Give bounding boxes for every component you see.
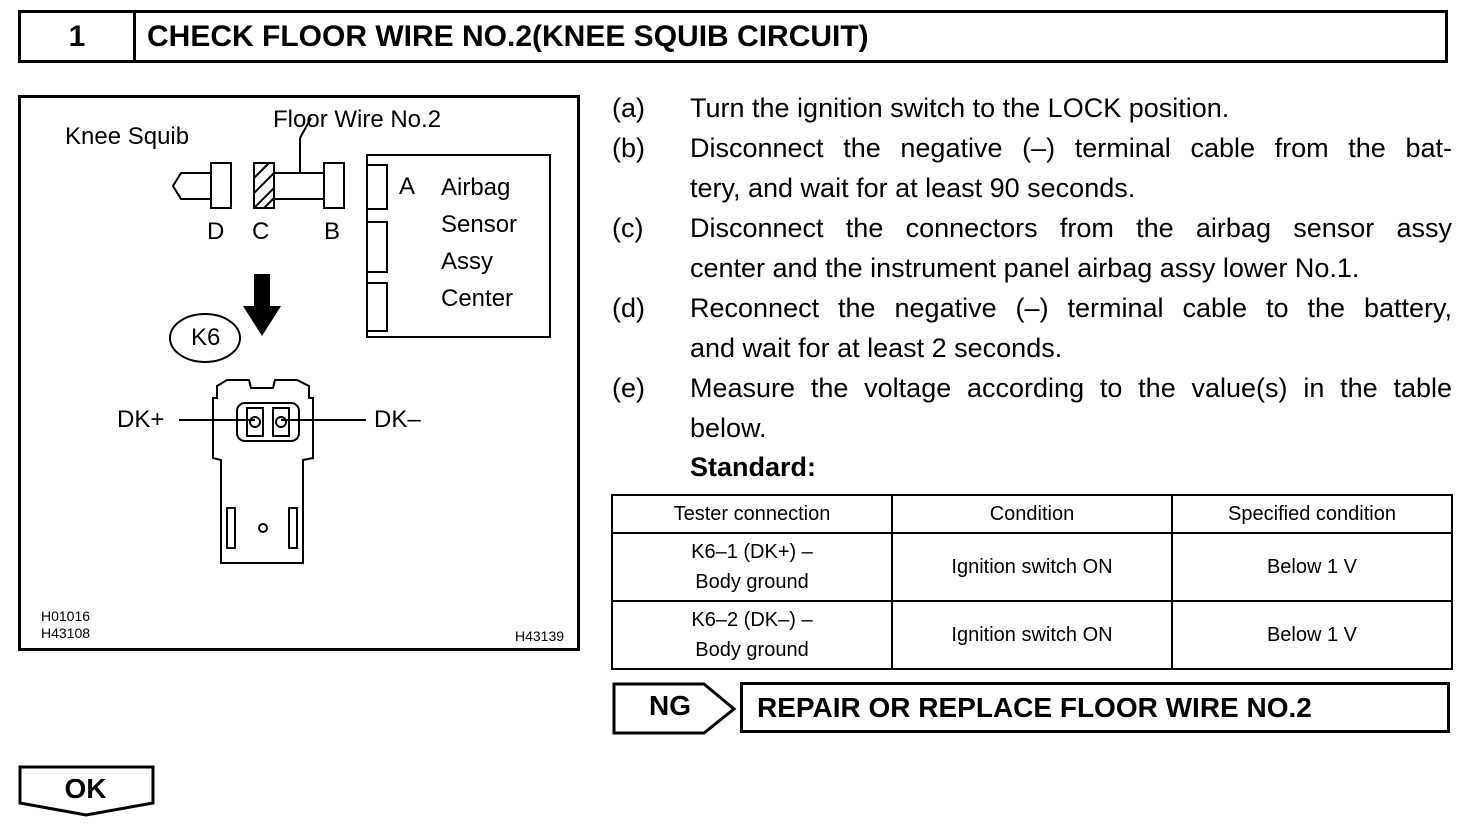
k6-terminal-area <box>236 402 300 442</box>
step-text-line2: tery, and wait for at least 90 seconds. <box>690 173 1136 203</box>
ng-arrow-box <box>612 682 737 735</box>
step-text: Turn the ignition switch to the LOCK pos… <box>690 93 1230 123</box>
k6-connector-body <box>212 379 314 564</box>
figure-code-2: H43108 <box>41 625 91 641</box>
connector-a-label: A <box>399 173 416 200</box>
tester-connection-line1: K6–1 (DK+) – <box>691 541 813 563</box>
table-row: K6–2 (DK–) – Body ground Ignition switch… <box>611 600 1453 670</box>
sensor-connector-2 <box>366 221 388 273</box>
sensor-connector-1 <box>366 164 388 210</box>
ng-action: REPAIR OR REPLACE FLOOR WIRE NO.2 <box>740 682 1450 733</box>
diagram-drawing <box>169 117 551 564</box>
tester-connection-cell: K6–1 (DK+) – Body ground <box>611 532 893 602</box>
ok-label: OK <box>64 773 107 804</box>
airbag-label-4: Center <box>441 285 514 312</box>
k6-ellipse <box>169 313 241 363</box>
step-title: CHECK FLOOR WIRE NO.2(KNEE SQUIB CIRCUIT… <box>147 19 869 53</box>
knee-squib-plug <box>171 172 211 200</box>
step-label: (a) <box>612 93 645 123</box>
spec-cell: Below 1 V <box>1171 600 1453 670</box>
table-header: Specified condition <box>1171 494 1453 534</box>
step-header: 1 CHECK FLOOR WIRE NO.2(KNEE SQUIB CIRCU… <box>18 10 1448 63</box>
connector-d <box>210 162 232 209</box>
connector-diagram: Knee Squib Floor Wire No.2 D C B A Airba… <box>18 95 580 651</box>
dk-minus-label: DK– <box>374 406 421 433</box>
figure-code-3: H43139 <box>515 628 565 644</box>
tester-connection-cell: K6–2 (DK–) – Body ground <box>611 600 893 670</box>
step-label: (e) <box>612 373 645 403</box>
step-text-line2: center and the instrument panel airbag a… <box>690 253 1360 283</box>
step-text-line1: Disconnect the negative (–) terminal cab… <box>690 133 1452 163</box>
table-header: Tester connection <box>611 494 893 534</box>
tester-connection-line2: Body ground <box>695 639 809 661</box>
standard-label: Standard: <box>690 452 817 482</box>
figure-code-1: H01016 <box>41 608 91 624</box>
airbag-label-2: Sensor <box>441 211 518 238</box>
table-header-row: Tester connection Condition Specified co… <box>611 494 1453 534</box>
step-text-line1: Disconnect the connectors from the airba… <box>690 213 1452 243</box>
step-text-line1: Measure the voltage according to the val… <box>690 373 1452 403</box>
step-label: (d) <box>612 293 645 323</box>
step-text-line2: and wait for at least 2 seconds. <box>690 333 1063 363</box>
spec-cell: Below 1 V <box>1171 532 1453 602</box>
table-header: Condition <box>891 494 1173 534</box>
table-row: K6–1 (DK+) – Body ground Ignition switch… <box>611 532 1453 602</box>
airbag-label-1: Airbag <box>441 174 511 201</box>
tester-connection-line2: Body ground <box>695 571 809 593</box>
connector-id-label: K6 <box>191 324 221 351</box>
tester-connection-line1: K6–2 (DK–) – <box>691 609 813 631</box>
step-text-line1: Reconnect the negative (–) terminal cabl… <box>690 293 1452 323</box>
spec-table: Tester connection Condition Specified co… <box>611 494 1453 670</box>
connector-c-label: C <box>252 218 270 245</box>
airbag-label-3: Assy <box>441 248 494 275</box>
step-number: 1 <box>21 13 136 60</box>
sensor-connector-3 <box>366 282 388 332</box>
ok-arrow-box <box>18 765 155 817</box>
floor-wire-label: Floor Wire No.2 <box>273 106 442 133</box>
down-arrow <box>243 274 281 336</box>
dk-plus-label: DK+ <box>117 406 165 433</box>
connector-b <box>323 162 345 209</box>
knee-squib-label: Knee Squib <box>65 123 190 150</box>
step-label: (b) <box>612 133 645 163</box>
step-label: (c) <box>612 213 644 243</box>
step-text-line2: below. <box>690 413 767 443</box>
connector-d-label: D <box>207 218 225 245</box>
ng-label: NG <box>649 690 691 721</box>
condition-cell: Ignition switch ON <box>891 600 1173 670</box>
condition-cell: Ignition switch ON <box>891 532 1173 602</box>
connector-b-label: B <box>324 218 341 245</box>
